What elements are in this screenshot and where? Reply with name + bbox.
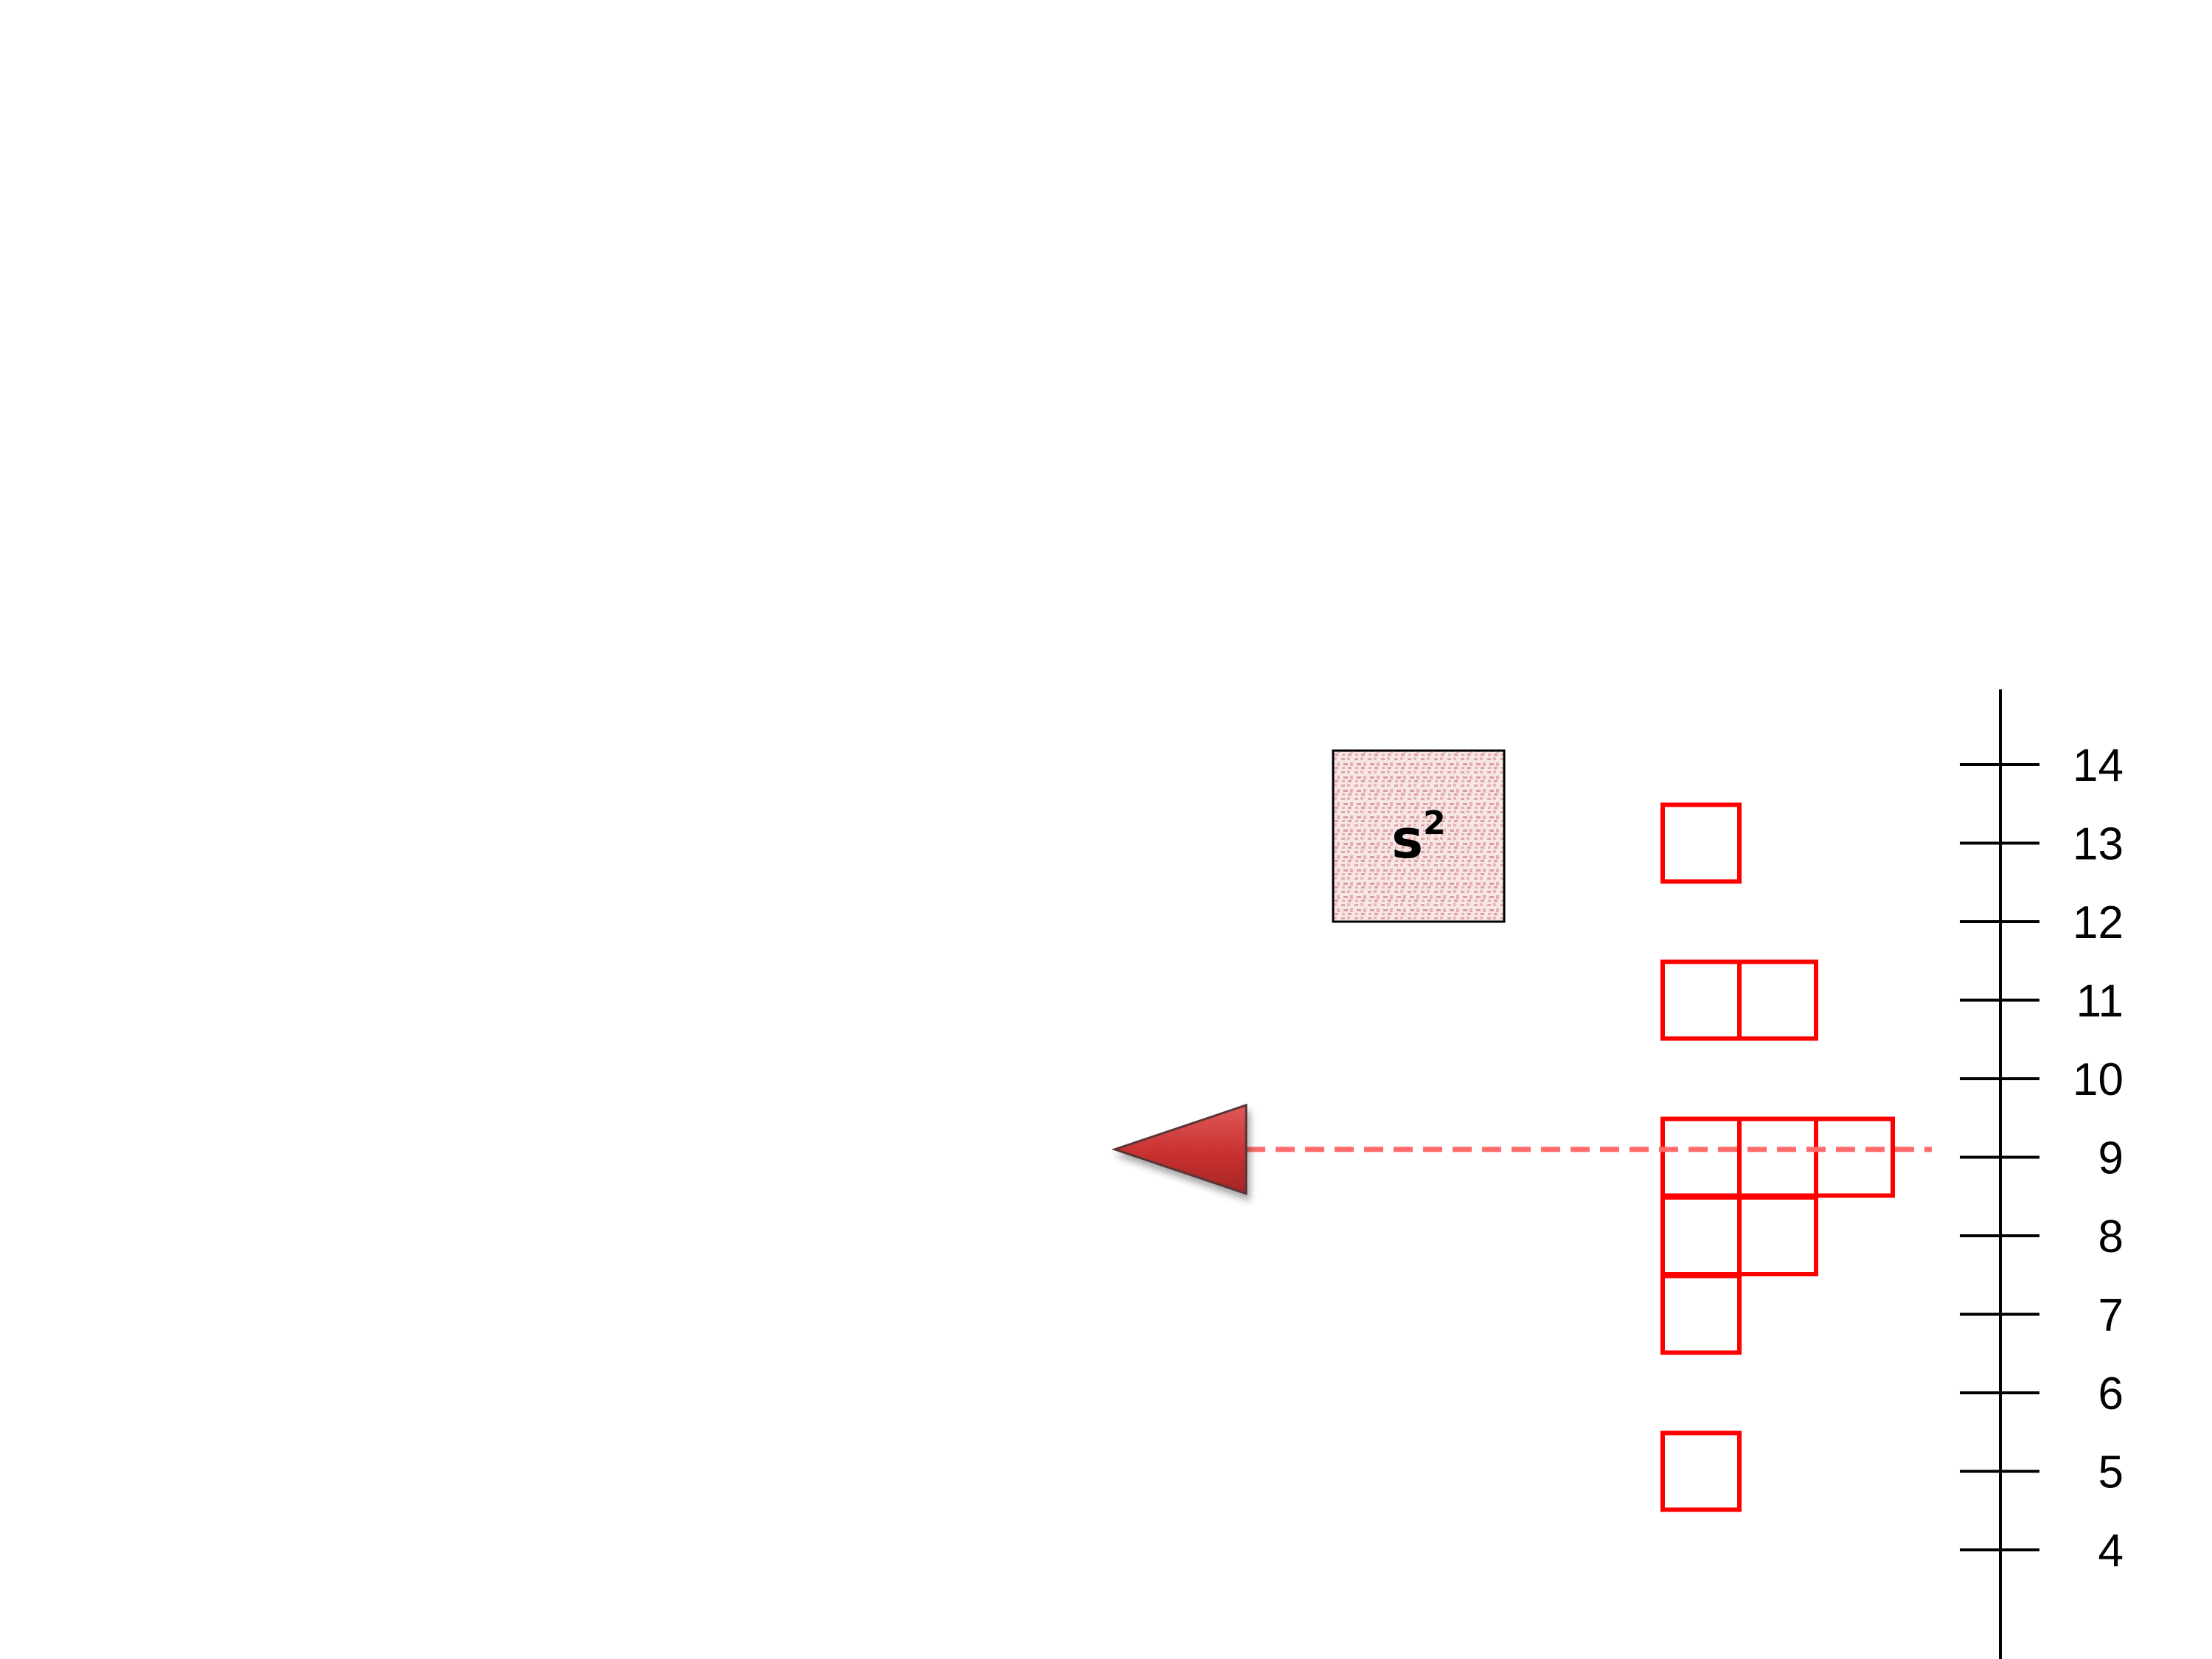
variance-exponent: 2 <box>1423 804 1446 842</box>
variance-base: s <box>1391 808 1423 870</box>
number-line: 14 13 12 11 10 9 8 7 6 5 4 <box>1960 689 2124 1659</box>
axis-tick-label-5: 5 <box>2098 1447 2124 1498</box>
dot-plot-squares <box>1660 802 1895 1512</box>
axis-tick-label-10: 10 <box>2073 1054 2124 1105</box>
axis-tick-label-7: 7 <box>2098 1290 2124 1341</box>
square-5-1 <box>1660 1430 1742 1512</box>
axis-tick-label-4: 4 <box>2098 1526 2124 1576</box>
square-11-1 <box>1660 959 1742 1041</box>
axis-tick-label-8: 8 <box>2098 1211 2124 1262</box>
mean-arrow-icon <box>1111 1103 1248 1195</box>
axis-tick-label-13: 13 <box>2073 819 2124 870</box>
axis-ticks: 14 13 12 11 10 9 8 7 6 5 4 <box>1960 740 2124 1576</box>
variance-label: s2 <box>1391 804 1445 870</box>
square-8-2 <box>1737 1195 1818 1276</box>
variance-box: s2 <box>1332 749 1506 923</box>
axis-tick-label-9: 9 <box>2098 1133 2124 1184</box>
axis-tick-label-11: 11 <box>2076 976 2124 1027</box>
square-7-1 <box>1660 1273 1742 1355</box>
square-9-3 <box>1814 1116 1895 1198</box>
axis-tick-label-12: 12 <box>2073 897 2124 948</box>
square-8-1 <box>1660 1195 1742 1276</box>
square-9-1 <box>1660 1116 1742 1198</box>
square-13-1 <box>1660 802 1742 884</box>
axis-tick-label-14: 14 <box>2073 740 2124 791</box>
square-11-2 <box>1737 959 1818 1041</box>
axis-tick-label-6: 6 <box>2098 1368 2124 1419</box>
square-9-2 <box>1737 1116 1818 1198</box>
